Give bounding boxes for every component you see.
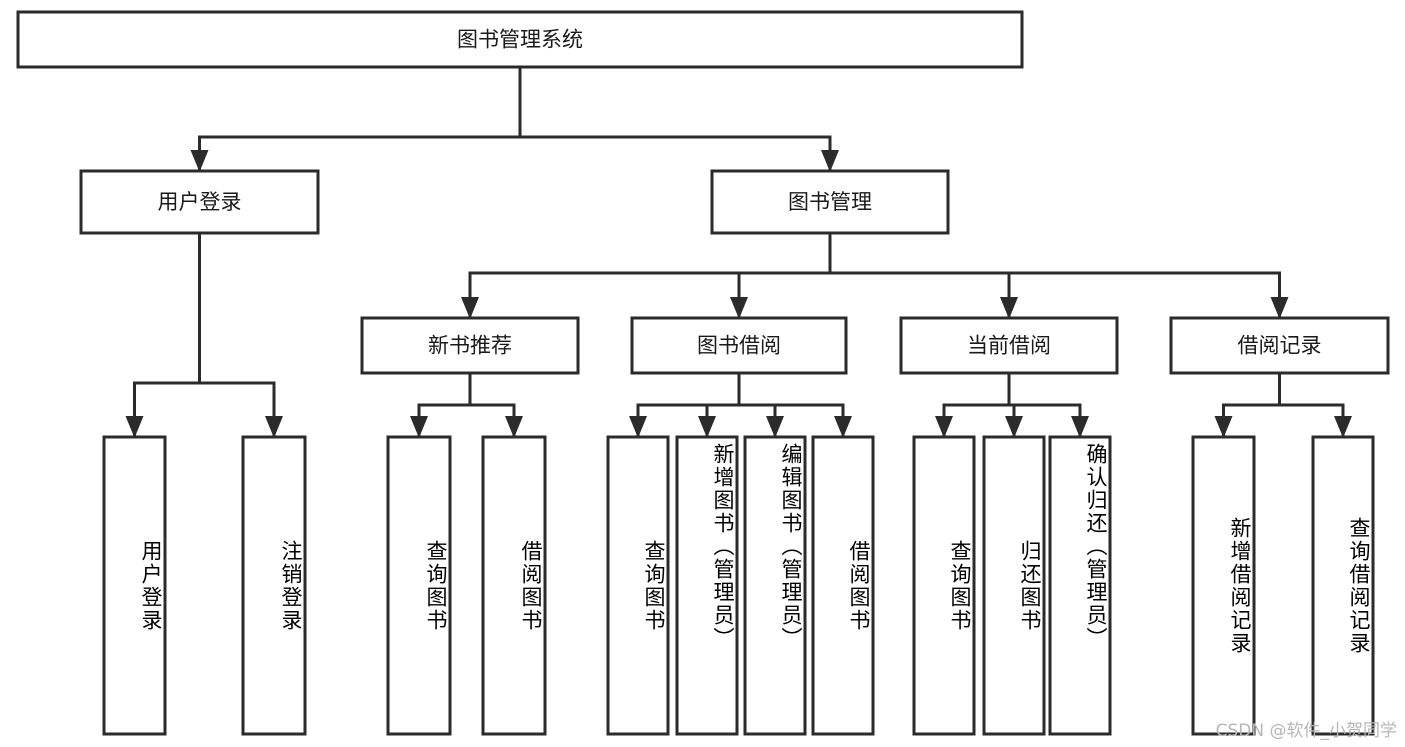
- node-box-leaf-return-book: [982, 435, 1046, 736]
- arrowhead-user-login-to-leaf-logout: [265, 416, 283, 438]
- node-label-wrap-leaf-user-login: 用户登录: [139, 539, 163, 632]
- node-label-wrap-leaf-borrow-book: 借阅图书: [847, 539, 871, 632]
- node-current-borrow[interactable]: 当前借阅: [899, 316, 1119, 375]
- node-box-leaf-edit-book: [743, 435, 807, 736]
- node-label-wrap-leaf-borrow-book-rec: 借阅图书: [519, 539, 543, 632]
- node-label-leaf-query-book-rec: 查询图书: [424, 539, 448, 632]
- node-box-leaf-query-book-cur: [912, 435, 976, 736]
- node-label-leaf-query-book-borrow: 查询图书: [642, 539, 666, 632]
- arrowhead-book-manage-to-current-borrow: [1000, 297, 1018, 319]
- node-box-leaf-borrow-book-rec: [481, 435, 547, 736]
- node-label-wrap-leaf-logout: 注销登录: [279, 539, 303, 632]
- arrowhead-user-login-to-leaf-user-login: [125, 416, 144, 438]
- node-label-leaf-add-record: 新增借阅记录: [1228, 516, 1252, 655]
- node-label-current-borrow: 当前借阅: [967, 334, 1051, 358]
- node-leaf-query-record[interactable]: 查询借阅记录: [1311, 435, 1375, 736]
- node-box-book-manage: [710, 169, 950, 235]
- node-book-borrow[interactable]: 图书借阅: [630, 316, 848, 375]
- node-layer: 图书管理系统用户登录图书管理新书推荐图书借阅当前借阅借阅记录用户登录注销登录查询…: [16, 10, 1390, 736]
- node-label-wrap-leaf-query-book-cur: 查询图书: [948, 539, 972, 632]
- arrowhead-current-borrow-to-leaf-query-book-cur: [935, 416, 953, 438]
- node-leaf-return-book[interactable]: 归还图书: [982, 435, 1046, 736]
- arrowhead-current-borrow-to-leaf-confirm-return: [1071, 416, 1089, 438]
- arrowhead-current-borrow-to-leaf-return-book: [1005, 416, 1023, 438]
- node-label-leaf-return-book: 归还图书: [1018, 539, 1042, 632]
- node-label-book-manage: 图书管理: [788, 190, 872, 214]
- arrowhead-book-manage-to-borrow-record: [1270, 297, 1289, 319]
- node-leaf-add-record[interactable]: 新增借阅记录: [1191, 435, 1256, 736]
- node-leaf-query-book-rec[interactable]: 查询图书: [386, 435, 452, 736]
- node-leaf-logout[interactable]: 注销登录: [241, 435, 307, 736]
- node-leaf-borrow-book-rec[interactable]: 借阅图书: [481, 435, 547, 736]
- node-box-leaf-borrow-book: [811, 435, 875, 736]
- arrowhead-book-manage-to-book-borrow: [730, 297, 748, 319]
- node-box-root: [16, 10, 1024, 69]
- node-box-user-login: [79, 169, 320, 235]
- node-label-leaf-query-record: 查询借阅记录: [1347, 516, 1371, 655]
- arrowhead-book-borrow-to-leaf-add-book: [698, 416, 716, 438]
- node-box-borrow-record: [1169, 316, 1390, 375]
- node-box-leaf-add-record: [1191, 435, 1256, 736]
- arrowhead-book-borrow-to-leaf-borrow-book: [834, 416, 852, 438]
- node-label-leaf-confirm-return: 确认归还（管理员）: [1084, 443, 1108, 650]
- node-label-wrap-leaf-edit-book: 编辑图书（管理员）: [779, 443, 803, 650]
- node-box-leaf-query-book-rec: [386, 435, 452, 736]
- node-borrow-record[interactable]: 借阅记录: [1169, 316, 1390, 375]
- node-label-leaf-query-book-cur: 查询图书: [948, 539, 972, 632]
- node-new-book-recommend[interactable]: 新书推荐: [360, 316, 580, 375]
- node-box-leaf-user-login: [102, 435, 167, 736]
- node-label-wrap-leaf-add-record: 新增借阅记录: [1228, 516, 1252, 655]
- arrowhead-new-book-recommend-to-leaf-query-book-rec: [410, 416, 428, 438]
- arrowhead-book-manage-to-new-book-recommend: [461, 297, 479, 319]
- node-leaf-query-book-borrow[interactable]: 查询图书: [606, 435, 670, 736]
- node-book-manage[interactable]: 图书管理: [710, 169, 950, 235]
- node-label-wrap-leaf-query-record: 查询借阅记录: [1347, 516, 1371, 655]
- node-label-wrap-leaf-return-book: 归还图书: [1018, 539, 1042, 632]
- node-leaf-confirm-return[interactable]: 确认归还（管理员）: [1048, 435, 1112, 736]
- node-label-leaf-borrow-book-rec: 借阅图书: [519, 539, 543, 632]
- arrowhead-root-to-book-manage: [821, 150, 839, 172]
- node-label-user-login: 用户登录: [158, 190, 242, 214]
- node-box-leaf-query-record: [1311, 435, 1375, 736]
- node-label-leaf-add-book: 新增图书（管理员）: [711, 443, 735, 650]
- arrowhead-root-to-user-login: [190, 150, 209, 172]
- node-label-wrap-leaf-confirm-return: 确认归还（管理员）: [1084, 443, 1108, 650]
- node-label-leaf-user-login: 用户登录: [139, 539, 163, 632]
- node-label-leaf-borrow-book: 借阅图书: [847, 539, 871, 632]
- node-user-login[interactable]: 用户登录: [79, 169, 320, 235]
- node-leaf-query-book-cur[interactable]: 查询图书: [912, 435, 976, 736]
- node-label-root: 图书管理系统: [457, 28, 583, 52]
- node-box-leaf-query-book-borrow: [606, 435, 670, 736]
- node-label-borrow-record: 借阅记录: [1238, 334, 1322, 358]
- node-box-book-borrow: [630, 316, 848, 375]
- node-label-wrap-leaf-query-book-borrow: 查询图书: [642, 539, 666, 632]
- arrowhead-borrow-record-to-leaf-query-record: [1334, 416, 1352, 438]
- node-box-new-book-recommend: [360, 316, 580, 375]
- node-leaf-borrow-book[interactable]: 借阅图书: [811, 435, 875, 736]
- node-leaf-user-login[interactable]: 用户登录: [102, 435, 167, 736]
- node-root[interactable]: 图书管理系统: [16, 10, 1024, 69]
- node-leaf-add-book[interactable]: 新增图书（管理员）: [675, 435, 739, 736]
- arrowhead-borrow-record-to-leaf-add-record: [1214, 416, 1233, 438]
- connector-layer: [125, 65, 1352, 438]
- node-label-wrap-leaf-add-book: 新增图书（管理员）: [711, 443, 735, 650]
- node-label-wrap-leaf-query-book-rec: 查询图书: [424, 539, 448, 632]
- node-label-leaf-logout: 注销登录: [279, 539, 303, 632]
- node-label-book-borrow: 图书借阅: [697, 334, 781, 358]
- node-box-current-borrow: [899, 316, 1119, 375]
- arrowhead-new-book-recommend-to-leaf-borrow-book-rec: [505, 416, 523, 438]
- node-label-new-book-recommend: 新书推荐: [428, 334, 512, 358]
- node-box-leaf-confirm-return: [1048, 435, 1112, 736]
- node-box-leaf-logout: [241, 435, 307, 736]
- node-box-leaf-add-book: [675, 435, 739, 736]
- node-leaf-edit-book[interactable]: 编辑图书（管理员）: [743, 435, 807, 736]
- arrowhead-book-borrow-to-leaf-query-book-borrow: [629, 416, 647, 438]
- arrowhead-book-borrow-to-leaf-edit-book: [766, 416, 784, 438]
- node-label-leaf-edit-book: 编辑图书（管理员）: [779, 443, 803, 650]
